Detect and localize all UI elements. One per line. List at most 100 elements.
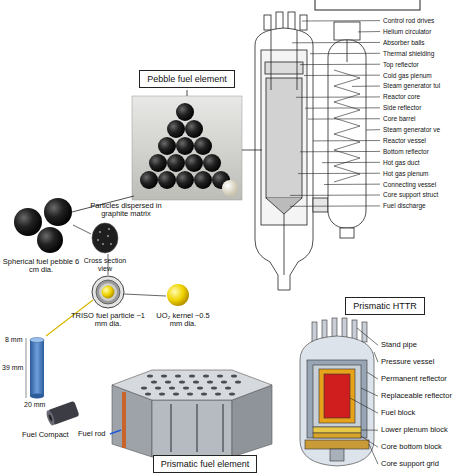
pebble — [167, 154, 185, 172]
title-box: Pebble fuel element — [139, 70, 235, 88]
drawing-part — [334, 22, 360, 40]
leader-line — [300, 64, 380, 65]
coolant-hole — [201, 393, 207, 396]
drawing-part — [152, 400, 232, 457]
coolant-holes — [141, 375, 241, 453]
leader-line — [302, 20, 380, 21]
part-label: Hot gas duct — [383, 159, 420, 166]
leader-line — [313, 140, 380, 141]
part-label: UO₂ kernel ~0.5 mm dia. — [150, 312, 216, 329]
drawing-part — [30, 340, 44, 396]
title-box: Prismatic HTTR — [345, 297, 425, 315]
drawing-part — [26, 338, 27, 398]
part-label: Steam generator ve — [383, 126, 440, 133]
coolant-hole — [189, 375, 195, 378]
pebble — [158, 137, 176, 155]
part-label: Core support grid — [381, 460, 439, 468]
part-label: Bottom reflector — [383, 148, 429, 155]
part-label: 39 mm — [2, 364, 23, 372]
drawing-part — [14, 208, 42, 236]
fuel-compact-photo — [45, 401, 80, 427]
leader-line — [369, 444, 378, 464]
leader-line — [374, 352, 378, 362]
part-label: Connecting vessel — [383, 181, 436, 188]
leader-line — [366, 129, 380, 130]
drawing-part — [330, 449, 344, 461]
coolant-hole — [225, 387, 231, 390]
part-label: Stand pipe — [381, 341, 417, 349]
drawing-part — [30, 338, 44, 343]
leader-line — [322, 162, 380, 163]
part-label: Particles dispersed in graphite matrix — [80, 202, 172, 219]
coolant-hole — [141, 387, 147, 390]
drawing-part — [48, 414, 53, 421]
part-label: Side reflector — [383, 104, 421, 111]
drawing-part — [107, 235, 109, 237]
part-label: 20 mm — [24, 401, 45, 409]
drawing-part — [271, 30, 272, 90]
drawing-part — [99, 231, 101, 233]
coolant-hole — [235, 381, 241, 384]
drawing-part — [37, 227, 63, 253]
part-label: Fuel block — [381, 409, 415, 417]
pebble — [149, 154, 167, 172]
coolant-hole — [169, 387, 175, 390]
part-label: TRISO fuel particle ~1 mm dia. — [68, 312, 148, 329]
leader-line — [367, 372, 378, 379]
pebble — [194, 171, 212, 189]
drawing-part — [300, 15, 307, 30]
pebble — [194, 137, 212, 155]
cross-section — [92, 223, 118, 253]
drawing-part — [261, 50, 307, 225]
part-label: Core barrel — [383, 115, 416, 122]
drawing-part — [305, 440, 369, 449]
coolant-hole — [179, 381, 185, 384]
drawing-part — [347, 40, 348, 62]
part-label: Helium circulator — [383, 28, 431, 35]
part-label: Hot gas plenum — [383, 170, 429, 177]
part-label: Fuel rod — [78, 430, 106, 438]
part-label: Cold gas plenum — [383, 72, 432, 79]
drawing-part — [297, 30, 298, 90]
drawing-part — [288, 12, 295, 30]
coolant-hole — [231, 375, 237, 378]
leader-line — [296, 96, 380, 97]
part-label: Core bottom block — [381, 443, 442, 451]
drawing-part — [284, 214, 285, 275]
part-label: 8 mm — [5, 336, 23, 344]
title-box: Prismatic fuel element — [153, 455, 258, 473]
coolant-channel — [196, 404, 198, 452]
drawing-part — [312, 322, 317, 342]
part-label: Permanent reflector — [381, 375, 447, 383]
pebble — [203, 154, 221, 172]
pebble — [185, 120, 203, 138]
drawing-part — [313, 427, 361, 433]
part-label: Reactor core — [383, 93, 420, 100]
drawing-part — [340, 228, 354, 238]
leader-line — [308, 118, 380, 119]
part-label: Replaceable reflector — [381, 392, 452, 400]
coolant-hole — [161, 375, 167, 378]
drawing-part — [92, 276, 124, 308]
leader-line — [305, 107, 380, 108]
drawing-part — [313, 433, 361, 438]
coolant-hole — [207, 381, 213, 384]
part-label: Core support struct — [383, 191, 438, 198]
drawing-part — [132, 96, 242, 200]
coolant-hole — [151, 381, 157, 384]
drawing-part — [313, 198, 328, 212]
coolant-hole — [229, 393, 235, 396]
drawing-part — [110, 243, 112, 245]
part-label: Reactor vessel — [383, 137, 426, 144]
drawing-part — [264, 15, 271, 30]
coolant-hole — [193, 381, 199, 384]
drawing-part — [97, 239, 99, 241]
coolant-hole — [173, 393, 179, 396]
drawing-part — [112, 370, 272, 400]
drawing-part — [92, 223, 118, 253]
drawing-part — [102, 243, 104, 245]
pebble — [185, 154, 203, 172]
coolant-hole — [159, 393, 165, 396]
part-label: Cross section view — [82, 257, 128, 273]
